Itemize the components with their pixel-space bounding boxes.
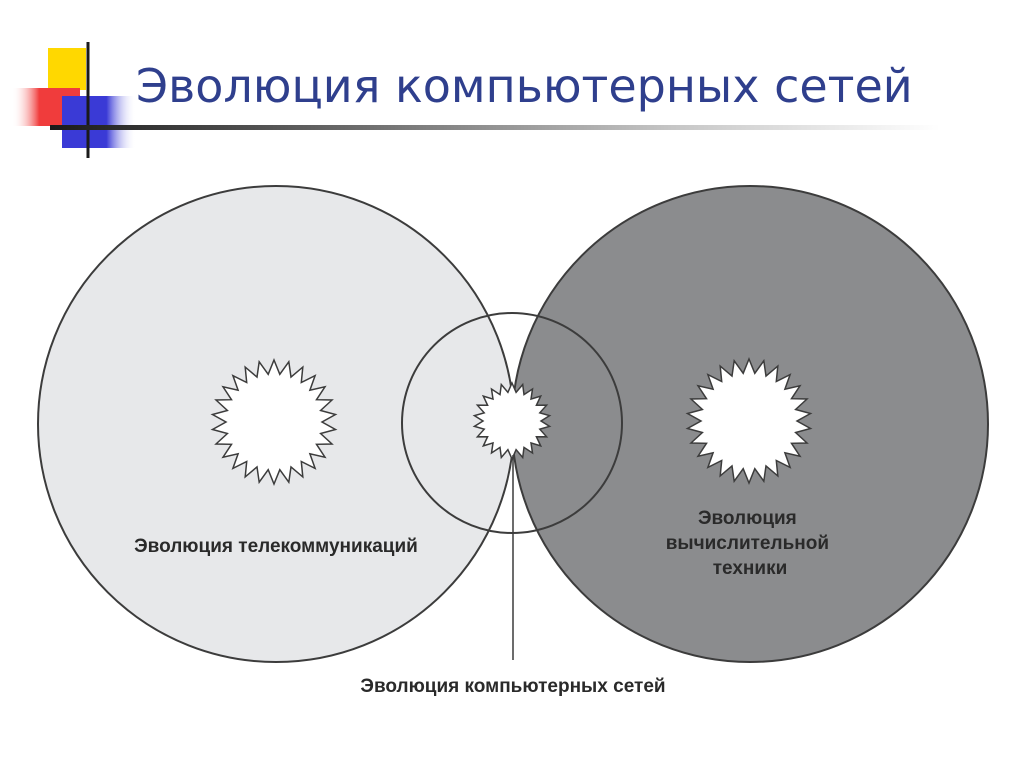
networks-circle [401, 312, 623, 534]
networks-label: Эволюция компьютерных сетей [360, 676, 665, 697]
telecom-starburst [210, 358, 338, 486]
computing-starburst [685, 357, 813, 485]
networks-starburst [472, 381, 552, 461]
slide-title: Эволюция компьютерных сетей [136, 59, 913, 113]
computing-label: Эволюция вычислительной техники [666, 508, 835, 579]
telecom-label: Эволюция телекоммуникаций [134, 536, 418, 557]
computing-label-line-1: Эволюция [698, 508, 797, 529]
corner-decoration [12, 42, 136, 158]
title-underline [50, 125, 940, 130]
computing-label-line-3: техники [713, 558, 788, 579]
computing-label-line-2: вычислительной [666, 533, 829, 554]
deco-blue-square [62, 96, 136, 148]
deco-yellow-square [48, 48, 86, 90]
